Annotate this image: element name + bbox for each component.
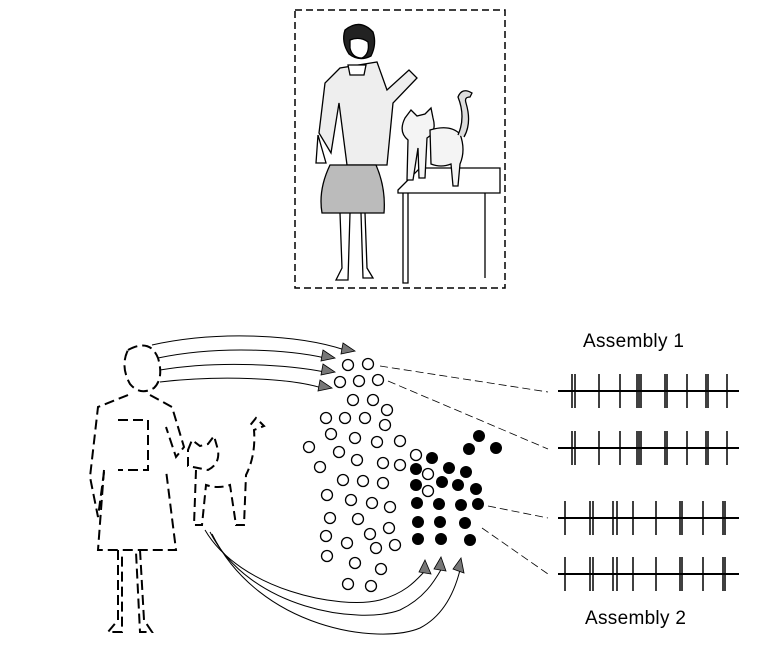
neuron-open [380,403,394,417]
neuron-open [313,460,327,474]
arrowhead [320,349,337,362]
neuron-open [421,484,435,498]
arrowhead [340,342,357,355]
spike-trains [558,374,739,591]
arrowhead [418,559,432,575]
neuron-open [364,579,378,593]
neuron-open [376,476,390,490]
neuron-filled [460,466,472,478]
neuron-filled [473,430,485,442]
neuron-open [366,393,380,407]
neuron-filled [410,463,422,475]
neuron-population [302,357,502,593]
neuron-filled [426,452,438,464]
neuron-open [332,445,346,459]
neuron-open [378,418,392,432]
neuron-open [388,538,402,552]
cat-figure [401,90,473,187]
upper-arrowheads [317,342,357,392]
neuron-open [382,521,396,535]
assembly-1-label: Assembly 1 [583,331,685,352]
neuron-open [350,453,364,467]
neuron-filled [472,498,484,510]
assembly-connectors [379,365,549,575]
neuron-open [352,374,366,388]
neuron-open [323,511,337,525]
neuron-open [361,357,375,371]
neuron-open [374,562,388,576]
neuron-open [302,440,316,454]
neuron-filled [436,476,448,488]
neuron-filled [412,533,424,545]
neuron-filled [443,462,455,474]
neuron-open [346,393,360,407]
neuron-filled [470,483,482,495]
lower-arrows [204,529,461,635]
dashed-woman-outline [88,344,186,633]
upper-arrows [151,335,346,389]
neuron-open [421,467,435,481]
arrowhead [320,363,337,376]
neuron-open [383,500,397,514]
neuron-open [356,474,370,488]
neuron-open [319,411,333,425]
lower-arrowheads [418,556,465,575]
neuron-open [348,431,362,445]
neuron-open [320,488,334,502]
photo-illustration [294,9,506,289]
spike-train [558,431,739,465]
spike-train [558,557,739,591]
neuron-open [341,577,355,591]
neuron-open [319,529,333,543]
neuron-open [333,375,347,389]
neuron-open [393,434,407,448]
neuron-filled [412,516,424,528]
neuron-open [376,456,390,470]
neuron-open [358,411,372,425]
neuron-open [338,411,352,425]
neuron-filled [433,498,445,510]
neuron-open [370,435,384,449]
woman-figure [315,23,418,281]
neuron-open [363,527,377,541]
arrowhead [452,557,465,574]
neuron-filled [455,499,467,511]
arrowhead [317,379,334,392]
spike-train [558,374,739,408]
spike-train [558,501,739,535]
neuron-filled [464,534,476,546]
neuron-open [369,541,383,555]
neuron-open [320,549,334,563]
neuron-open [341,358,355,372]
neuron-open [340,536,354,550]
neuron-filled [435,533,447,545]
neuron-open [351,512,365,526]
neuron-open [365,496,379,510]
neuron-filled [410,479,422,491]
photo-frame [294,9,506,289]
neuron-open [336,473,350,487]
neuron-filled [490,442,502,454]
neuron-open [393,458,407,472]
arrowhead [433,556,447,572]
neuron-filled [463,443,475,455]
neuron-open [371,373,385,387]
neuron-filled [459,517,471,529]
neuron-filled [411,497,423,509]
dashed-cat-outline [187,416,266,526]
neuron-open [409,448,423,462]
neuron-filled [452,479,464,491]
neuron-filled [434,516,446,528]
neuron-open [348,556,362,570]
neuron-open [344,493,358,507]
assembly-2-label: Assembly 2 [585,608,687,629]
neuron-open [324,427,338,441]
table [397,167,501,284]
